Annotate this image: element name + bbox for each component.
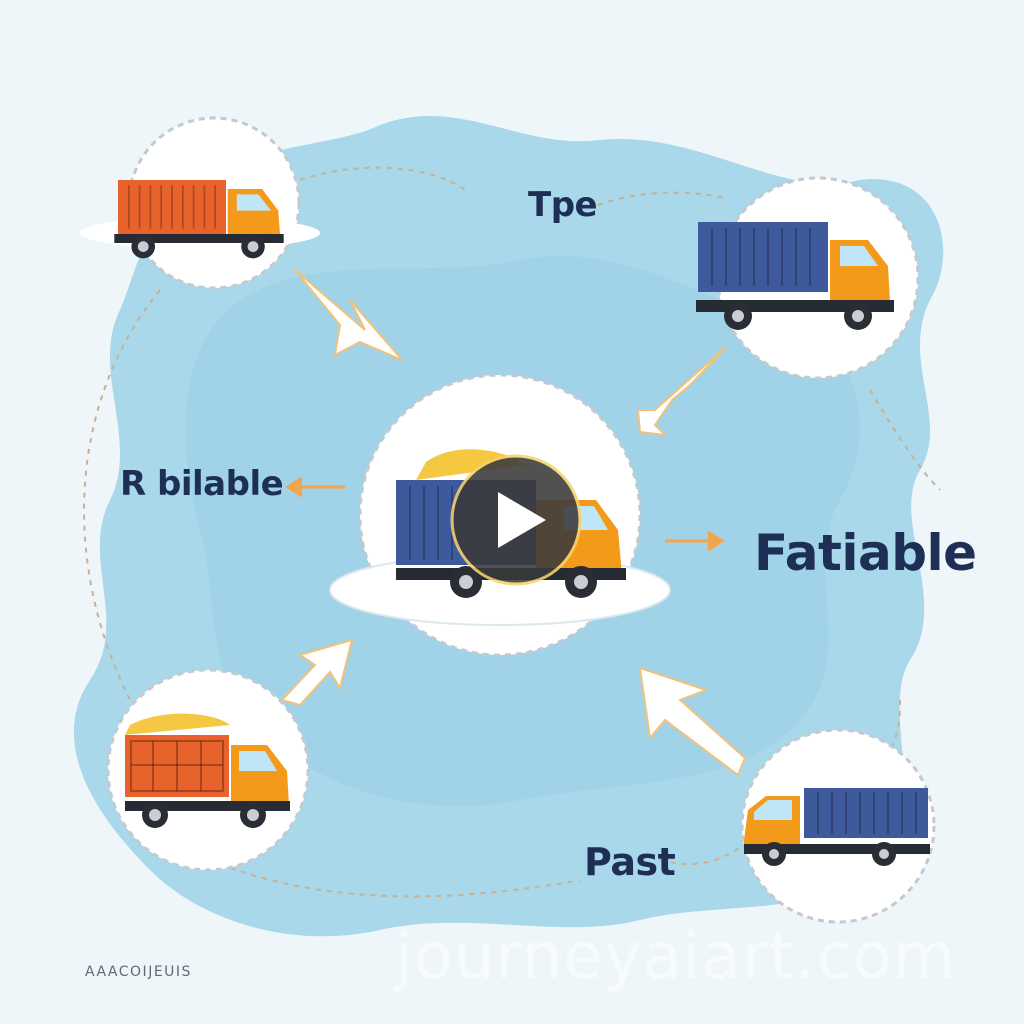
- label-top: Tpe: [528, 185, 598, 225]
- flow-arrows: [280, 269, 747, 777]
- truck-icon: [125, 713, 290, 828]
- play-button[interactable]: [450, 454, 582, 586]
- truck-node-bottom-right: [740, 728, 936, 924]
- arrow-icon: [638, 666, 747, 777]
- side-arrows: [285, 476, 725, 552]
- label-right: Fatiable: [754, 524, 977, 582]
- truck-node-bottom-left: [106, 668, 310, 872]
- connector-lines: [83, 166, 941, 898]
- truck-icon: [696, 222, 894, 330]
- arrow-icon: [294, 269, 403, 361]
- truck-node-top-right: [696, 176, 920, 380]
- brand-text: AAACOIJEUIS: [85, 964, 192, 980]
- label-left: R bilable: [120, 464, 284, 504]
- arrow-icon: [636, 344, 729, 437]
- label-bottom: Past: [584, 840, 676, 884]
- truck-icon: [113, 179, 285, 260]
- truck-node-top-left: [80, 116, 320, 290]
- arrow-icon: [280, 638, 354, 707]
- play-icon: [498, 492, 546, 548]
- truck-node-center: [329, 373, 671, 657]
- truck-icon: [744, 788, 930, 866]
- watermark-text: journeyaiart.com: [395, 920, 957, 994]
